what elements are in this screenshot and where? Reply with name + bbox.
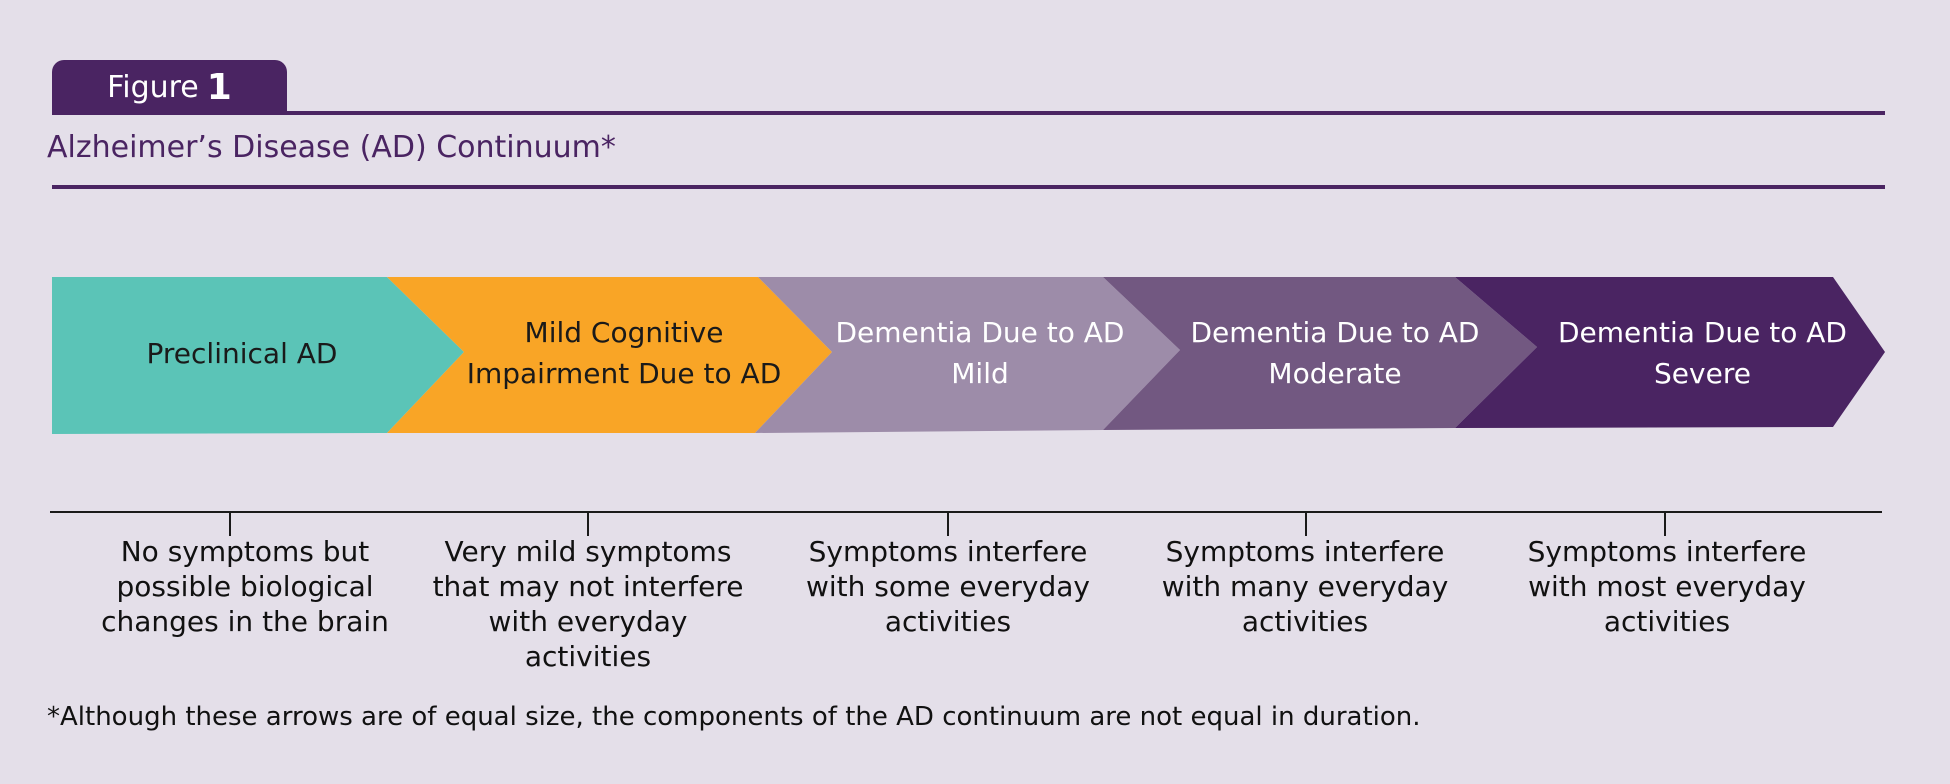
stage-description-1: No symptoms but possible biological chan… [80, 534, 410, 639]
stage-label-line: Dementia Due to AD [1557, 316, 1847, 349]
stage-label-2: Mild Cognitive Impairment Due to AD [448, 278, 800, 428]
footnote: *Although these arrows are of equal size… [47, 702, 1421, 732]
stage-description-3: Symptoms interfere with some everyday ac… [783, 534, 1113, 639]
stage-arrow-1 [52, 277, 464, 434]
description-line: changes in the brain [101, 605, 389, 638]
stage-arrow-2 [387, 277, 832, 433]
stage-label-line: Moderate [1268, 357, 1402, 390]
timeline-tick-2 [587, 512, 589, 536]
stage-description-4: Symptoms interfere with many everyday ac… [1140, 534, 1470, 639]
description-line: with many everyday [1161, 570, 1449, 603]
stage-arrow-4 [1103, 277, 1537, 430]
header-rule-top [52, 111, 1885, 115]
description-line: activities [884, 605, 1012, 638]
timeline-tick-3 [947, 512, 949, 536]
stage-description-2: Very mild symptoms that may not interfer… [423, 534, 753, 674]
stage-arrow-3 [755, 277, 1180, 433]
stage-label-line: Preclinical AD [146, 336, 338, 370]
figure-tab-word: Figure [107, 69, 199, 105]
description-line: Symptoms interfere [1165, 535, 1445, 568]
figure-title: Alzheimer’s Disease (AD) Continuum* [47, 130, 616, 165]
timeline-tick-4 [1305, 512, 1307, 536]
stage-label-1: Preclinical AD [52, 278, 432, 428]
stage-label-line: Dementia Due to AD [835, 316, 1125, 349]
stage-label-5: Dementia Due to AD Severe [1530, 278, 1875, 428]
header-rule-bottom [52, 185, 1885, 189]
stage-label-line: Mild [951, 357, 1009, 390]
figure-tab-number: 1 [206, 66, 232, 108]
description-line: activities [1241, 605, 1369, 638]
description-line: Symptoms interfere [808, 535, 1088, 568]
description-line: with most everyday [1528, 570, 1806, 603]
figure-tab: Figure 1 [52, 60, 287, 114]
description-line: activities [1603, 605, 1731, 638]
description-line: that may not interfere [432, 570, 744, 603]
stage-label-4: Dementia Due to AD Moderate [1165, 278, 1505, 428]
stage-arrow-5 [1455, 277, 1885, 428]
stage-label-line: Impairment Due to AD [466, 357, 782, 390]
stage-label-3: Dementia Due to AD Mild [815, 278, 1145, 428]
description-line: with some everyday [805, 570, 1091, 603]
timeline-tick-5 [1664, 512, 1666, 536]
description-line: possible biological [116, 570, 374, 603]
timeline-tick-1 [229, 512, 231, 536]
description-line: Symptoms interfere [1527, 535, 1807, 568]
description-line: Very mild symptoms [444, 535, 732, 568]
stage-label-line: Dementia Due to AD [1190, 316, 1480, 349]
description-line: with everyday activities [488, 605, 688, 673]
timeline-axis [50, 511, 1882, 513]
stage-label-line: Mild Cognitive [524, 316, 724, 349]
stage-label-line: Severe [1654, 357, 1751, 390]
description-line: No symptoms but [120, 535, 370, 568]
stage-description-5: Symptoms interfere with most everyday ac… [1502, 534, 1832, 639]
